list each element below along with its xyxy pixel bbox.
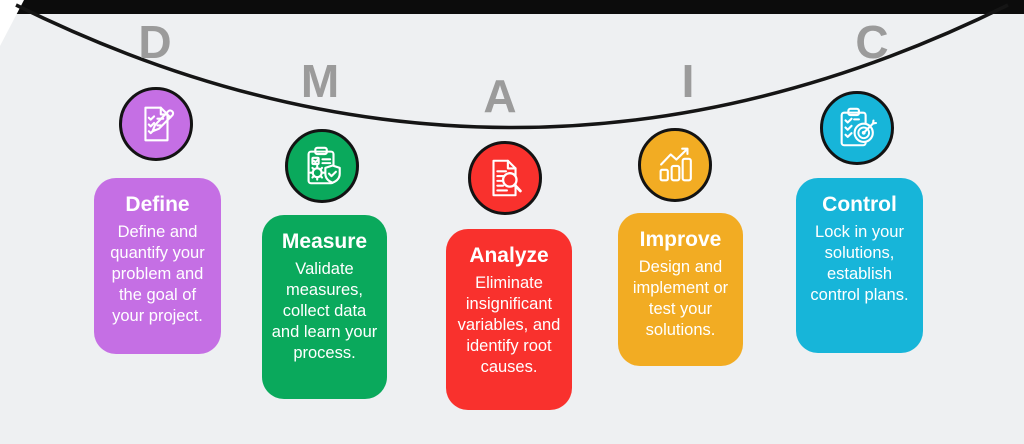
improve-card-title: Improve: [639, 228, 722, 251]
define-card-title: Define: [125, 193, 190, 216]
control-card: Control Lock in your solutions, establis…: [796, 178, 923, 353]
improve-card: Improve Design and implement or test you…: [618, 213, 743, 366]
analyze-badge: [468, 141, 542, 215]
bar-chart-growth-arrow-icon: [659, 147, 692, 182]
improve-badge: [638, 128, 712, 202]
analyze-card: Analyze Eliminate insignificant variable…: [446, 229, 572, 410]
clipboard-gear-shield-icon: [307, 146, 341, 185]
control-card-description: Lock in your solutions, establish contro…: [810, 223, 909, 304]
target-inner-ring: [857, 126, 871, 140]
control-badge: [820, 91, 894, 165]
document-checklist-pencil-icon: [144, 106, 175, 142]
letter-i: I: [681, 55, 695, 107]
analyze-card-title: Analyze: [469, 244, 549, 267]
letter-m: M: [300, 55, 340, 107]
measure-card-title: Measure: [281, 230, 368, 253]
define-card: Define Define and quantify your problem …: [94, 178, 221, 354]
improve-card-description: Design and implement or test your soluti…: [632, 258, 729, 339]
document-magnifier-icon: [492, 159, 522, 197]
measure-badge: [285, 129, 359, 203]
measure-card-description: Validate measures, collect data and lear…: [271, 260, 378, 362]
letter-d: D: [138, 16, 172, 68]
corner-wedge: [0, 0, 24, 46]
define-card-description: Define and quantify your problem and the…: [110, 223, 205, 325]
analyze-card-description: Eliminate insignificant variables, and i…: [457, 274, 561, 376]
control-card-title: Control: [822, 193, 897, 216]
letter-c: C: [855, 16, 889, 68]
measure-card: Measure Validate measures, collect data …: [262, 215, 387, 399]
define-badge: [119, 87, 193, 161]
magnifier-handle: [513, 183, 522, 193]
hanging-curve: [15, 3, 1009, 130]
clipboard-target-dart-icon: [840, 107, 878, 147]
top-band: [0, 0, 1024, 14]
magnifier-lens: [501, 172, 518, 188]
letter-a: A: [483, 70, 517, 122]
